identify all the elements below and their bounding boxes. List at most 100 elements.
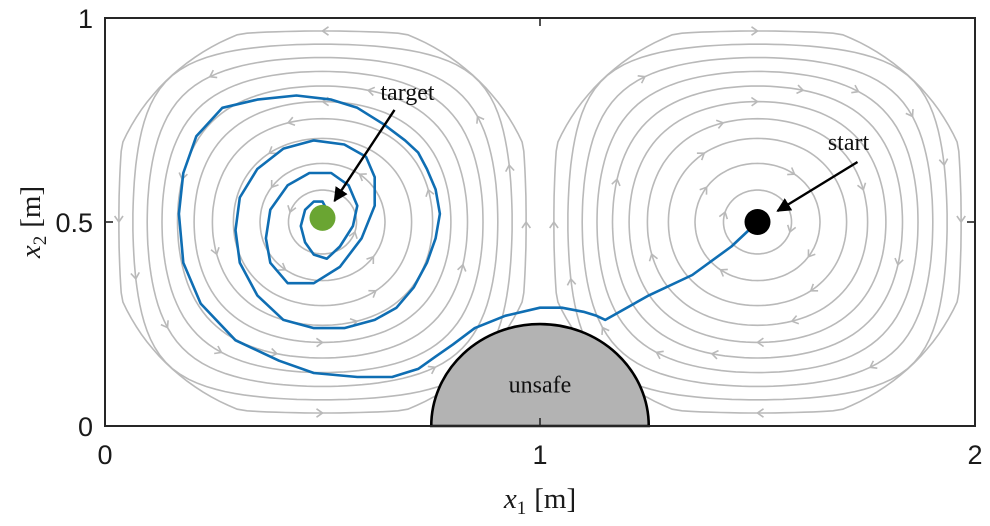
y-tick-label: 0.5 — [55, 208, 93, 238]
streamline-arrow — [268, 146, 277, 155]
streamline-cell1-7 — [667, 137, 848, 307]
streamline-arrow — [160, 320, 169, 329]
y-label-symbol: x — [15, 245, 47, 259]
streamline-arrow — [809, 283, 819, 292]
streamline-arrow — [756, 408, 764, 418]
streamline-arrow — [851, 84, 860, 94]
streamline-field — [113, 26, 966, 418]
streamline-arrow — [208, 69, 218, 79]
y-axis-label: x2 [m] — [15, 186, 51, 259]
target-marker — [309, 204, 336, 231]
streamline-arrow — [321, 26, 329, 36]
target-arrow — [333, 109, 396, 203]
streamline-arrow — [566, 277, 577, 286]
x-tick-label: 1 — [532, 440, 547, 470]
streamline-cell1-5 — [628, 100, 887, 344]
streamline-cell0-6 — [211, 117, 434, 327]
streamline-arrow — [938, 158, 949, 167]
start-label: start — [828, 130, 870, 156]
y-tick-label: 0 — [78, 412, 93, 442]
streamline-arrow — [287, 204, 297, 214]
start-marker — [744, 209, 771, 235]
streamline-cell0-3 — [161, 70, 484, 374]
streamline-cell1-9 — [722, 189, 793, 255]
streamline-arrow — [270, 179, 279, 189]
streamline-arrow — [807, 249, 816, 258]
streamline-arrow — [868, 360, 878, 369]
streamline-arrow — [905, 109, 914, 118]
streamline-arrow — [857, 182, 867, 192]
y-label-unit: [m] — [15, 186, 47, 228]
streamline-arrow — [719, 268, 728, 277]
annotation-target: target — [333, 80, 435, 203]
streamline-cell0-2 — [146, 56, 499, 388]
streamline-arrow — [751, 26, 759, 36]
x-label-symbol: x — [503, 483, 517, 515]
x-tick-label: 2 — [967, 440, 982, 470]
streamline-arrow — [796, 84, 805, 95]
streamline-arrow — [549, 220, 559, 229]
streamline-arrow — [422, 89, 431, 99]
streamline-arrow — [699, 186, 708, 195]
unsafe-region: unsafe — [429, 322, 651, 428]
svg-text:x1[m]: x1 [m] — [503, 483, 576, 519]
streamline-arrow — [113, 215, 124, 224]
streamline-arrow — [427, 365, 437, 375]
streamline-arrow — [368, 289, 377, 298]
streamline-arrow — [358, 173, 367, 182]
streamline-arrow — [790, 315, 800, 325]
streamline-arrow — [710, 349, 719, 360]
streamline-arrow — [715, 119, 725, 129]
svg-text:x2[m]: x2 [m] — [15, 186, 51, 259]
streamline-cell1-2 — [581, 56, 934, 388]
target-label: target — [380, 80, 435, 106]
streamline-arrow — [637, 75, 647, 84]
streamline-arrow — [504, 163, 515, 172]
streamline-cell1-4 — [611, 85, 904, 359]
streamline-arrow — [366, 255, 375, 265]
streamline-cell0-1 — [132, 43, 513, 401]
streamline-arrow — [210, 247, 220, 256]
unsafe-label: unsafe — [509, 372, 572, 398]
streamline-arrow — [787, 167, 796, 176]
streamline-arrow — [655, 350, 664, 360]
streamline-arrow — [601, 326, 610, 335]
streamline-arrow — [425, 188, 435, 197]
streamline-arrow — [756, 337, 765, 348]
streamline-arrow — [718, 210, 729, 220]
trajectory-line — [177, 94, 759, 379]
streamline-arrow — [750, 96, 759, 107]
streamline-arrow — [611, 177, 621, 187]
streamline-cell1-3 — [596, 70, 919, 374]
x-label-subscript: 1 — [517, 498, 527, 519]
streamline-arrow — [348, 230, 358, 240]
annotation-start: start — [776, 130, 870, 213]
streamline-cell1-8 — [694, 162, 821, 282]
streamline-arrow — [696, 152, 706, 161]
streamline-cell0-5 — [193, 100, 452, 344]
streamline-arrow — [315, 337, 324, 348]
streamline-arrow — [457, 263, 467, 272]
streamline-cell1-6 — [646, 117, 869, 327]
streamline-arrow — [648, 252, 658, 262]
x-label-unit: [m] — [534, 483, 576, 515]
point-markers — [309, 204, 771, 235]
streamline-arrow — [476, 115, 485, 124]
streamline-cell1-1 — [567, 43, 948, 401]
streamline-arrow — [130, 272, 141, 281]
streamline-arrow — [316, 408, 324, 418]
y-label-subscript: 2 — [30, 236, 51, 246]
streamline-arrow — [214, 345, 223, 355]
start-arrow — [776, 160, 859, 213]
streamline-arrow — [521, 220, 532, 229]
unsafe-half-disk — [429, 322, 651, 428]
streamline-arrow — [366, 86, 376, 97]
x-axis-label: x1 [m] — [503, 483, 576, 519]
streamline-cell0-4 — [176, 85, 469, 359]
streamline-arrow — [286, 116, 296, 127]
streamline-arrow — [278, 262, 287, 271]
x-tick-label: 0 — [97, 440, 112, 470]
streamline-arrow — [786, 224, 797, 234]
